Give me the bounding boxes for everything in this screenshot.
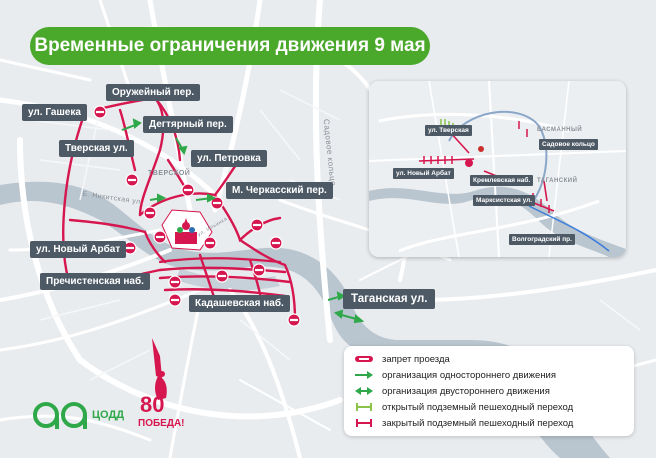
legend-label: организация одностороннего движения <box>382 369 557 381</box>
no-entry-icon <box>269 236 283 250</box>
label-kadashevskaya: Кадашевская наб. <box>189 295 290 312</box>
label-degtyarny: Дегтярный пер. <box>143 116 233 133</box>
inset-label-tverskaya: ул. Тверская <box>425 125 472 136</box>
traffic-arrows <box>121 118 365 324</box>
motherland-statue-icon <box>152 338 167 400</box>
label-taganskaya: Таганская ул. <box>343 289 436 309</box>
codd-logo: ЦОДД <box>32 395 132 435</box>
label-petrovka: ул. Петровка <box>191 150 267 167</box>
no-entry-icon <box>210 196 224 210</box>
no-entry-icon <box>93 105 107 119</box>
kremlin-icon <box>161 209 213 251</box>
inset-map: ул. Тверская Садовое кольцо ул. Новый Ар… <box>369 81 626 257</box>
inset-label-kremlevskaya: Кремлевская наб. <box>470 175 534 186</box>
codd-logo-text: ЦОДД <box>92 409 125 421</box>
inset-label-volgogradsky: Волгоградский пр. <box>509 234 575 245</box>
label-tverskaya: Тверская ул. <box>59 140 134 157</box>
no-entry-icon <box>287 313 301 327</box>
no-entry-icon <box>252 263 266 277</box>
one-way-arrow-icon <box>132 118 142 129</box>
one-way-arrow-icon <box>178 145 188 156</box>
district-tverskoy: ТВЕРСКОЙ <box>148 170 191 177</box>
label-cherkassky: М. Черкасский пер. <box>226 182 333 199</box>
tverskaya-route <box>61 110 87 287</box>
no-entry-icon <box>153 230 167 244</box>
label-prechistenskaya: Пречистенская наб. <box>40 273 150 290</box>
no-entry-icon <box>355 356 373 362</box>
legend-item-one-way: организация одностороннего движения <box>354 368 556 382</box>
no-entry-icon <box>181 183 195 197</box>
no-entry-icon <box>125 173 139 187</box>
page-title: Временные ограничения движения 9 мая <box>30 27 430 65</box>
one-way-arrow-icon <box>336 291 347 301</box>
label-novy-arbat: ул. Новый Арбат <box>30 241 127 258</box>
inset-label-sadovoe: Садовое кольцо <box>539 139 598 150</box>
no-entry-signs <box>93 105 301 327</box>
inset-district-basmanny: БАСМАННЫЙ <box>537 127 583 133</box>
legend-item-open-underpass: открытый подземный пешеходный переход <box>354 400 573 414</box>
inset-district-tagansky: ТАГАНСКИЙ <box>537 178 578 184</box>
open-underpass-icon <box>356 403 372 411</box>
victory-80-logo: 80 ПОБЕДА! <box>132 336 192 436</box>
label-oruzheyny: Оружейный пер. <box>106 84 201 101</box>
legend-item-two-way: организация двустороннего движения <box>354 384 550 398</box>
legend-label: закрытый подземный пешеходный переход <box>382 417 574 429</box>
victory-word: ПОБЕДА! <box>138 418 185 429</box>
no-entry-icon <box>168 293 182 307</box>
legend-item-no-entry: запрет проезда <box>354 352 450 366</box>
no-entry-icon <box>215 269 229 283</box>
two-way-arrow-icon <box>355 387 373 395</box>
closed-underpass-icon <box>423 121 550 213</box>
closed-underpass-icon <box>356 419 372 427</box>
one-way-arrow-icon <box>355 371 373 379</box>
one-way-arrow-icon <box>157 193 167 203</box>
one-way-arrow-icon <box>207 193 217 203</box>
legend-item-closed-underpass: закрытый подземный пешеходный переход <box>354 416 573 430</box>
no-entry-icon <box>168 275 182 289</box>
two-way-arrow-icon <box>353 314 365 324</box>
legend-label: открытый подземный пешеходный переход <box>382 401 574 413</box>
moskva-river <box>0 181 610 458</box>
label-gasheka: ул. Гашека <box>22 104 87 121</box>
codd-logo-mark <box>33 402 87 429</box>
victory-number: 80 <box>140 392 165 417</box>
legend-label: организация двустороннего движения <box>382 385 550 397</box>
inset-label-novy-arbat: ул. Новый Арбат <box>393 168 454 179</box>
no-entry-icon <box>203 236 217 250</box>
no-entry-icon <box>143 206 157 220</box>
inset-label-marksistskaya: Марксистская ул. <box>473 195 536 206</box>
legend-label: запрет проезда <box>382 353 450 365</box>
legend: запрет проезда организация одностороннег… <box>344 346 634 436</box>
no-entry-icon <box>250 218 264 232</box>
